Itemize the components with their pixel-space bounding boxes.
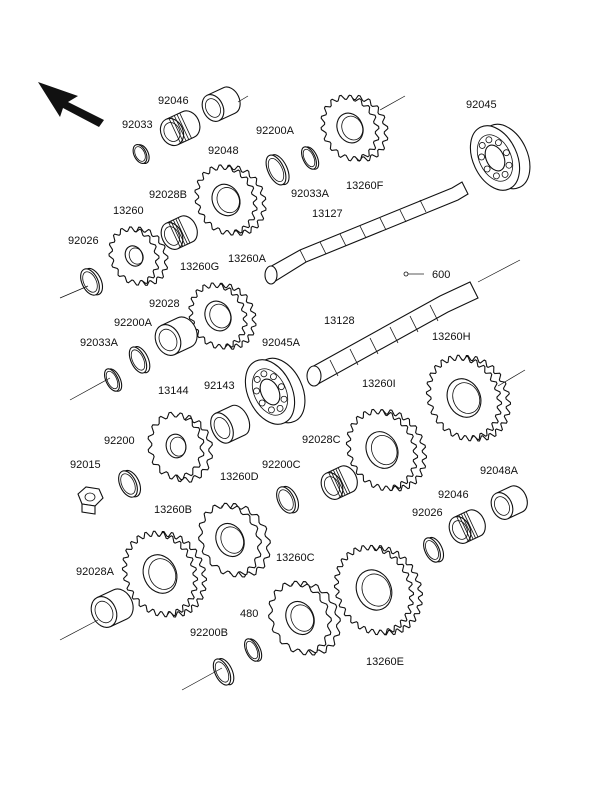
front-direction-arrow-icon xyxy=(38,82,104,127)
output-shaft-13128 xyxy=(306,281,479,387)
circlip-480 xyxy=(244,638,263,662)
sleeve-92143 xyxy=(210,404,251,444)
needle-bearing-92028c xyxy=(320,465,358,500)
label-92200b: 92200B xyxy=(190,627,228,639)
ball-bearing-92045 xyxy=(469,123,531,191)
label-13260f: 13260F xyxy=(346,180,384,192)
label-13260g: 13260G xyxy=(180,261,219,273)
gear-13260c xyxy=(268,580,341,656)
label-13127: 13127 xyxy=(312,208,343,220)
label-13260h: 13260H xyxy=(432,331,471,343)
collar-92048a xyxy=(490,485,528,520)
label-13260: 13260 xyxy=(113,205,144,217)
label-13260a: 13260A xyxy=(228,253,267,265)
label-92048: 92048 xyxy=(208,145,239,157)
needle-bearing-92028b xyxy=(160,215,198,250)
label-92033: 92033 xyxy=(122,119,153,131)
label-13260i: 13260I xyxy=(362,378,396,390)
label-92143: 92143 xyxy=(204,380,235,392)
gear-13260g xyxy=(188,282,257,350)
ball-bearing-92045a xyxy=(244,357,306,425)
label-13260c: 13260C xyxy=(276,552,315,564)
nut-92015 xyxy=(77,486,104,515)
washer-92200a-mid xyxy=(128,346,151,374)
bushing-92028 xyxy=(154,316,198,356)
needle-bearing-92046-lower xyxy=(448,509,486,544)
label-92048a: 92048A xyxy=(480,465,519,477)
label-92033a-mid: 92033A xyxy=(80,337,119,349)
part-labels: 92046 92033 92048 92200A 92045 92033A 13… xyxy=(68,95,519,668)
label-92200: 92200 xyxy=(104,435,135,447)
gear-13260a xyxy=(194,164,267,236)
label-92026-lower: 92026 xyxy=(412,507,443,519)
label-92033a: 92033A xyxy=(291,188,330,200)
gear-13260d xyxy=(198,502,271,578)
gear-13260f xyxy=(320,94,389,162)
washer-92200a xyxy=(265,154,290,186)
circlip-92033 xyxy=(132,144,150,165)
collar-92048 xyxy=(201,86,241,122)
label-92200c: 92200C xyxy=(262,459,301,471)
gear-13260i xyxy=(345,408,428,492)
label-92046: 92046 xyxy=(158,95,189,107)
washer-92026 xyxy=(80,267,104,296)
label-13260e: 13260E xyxy=(366,656,404,668)
label-92028b: 92028B xyxy=(149,189,187,201)
gear-13260e xyxy=(333,544,424,636)
label-600: 600 xyxy=(432,269,450,281)
sprocket-13144 xyxy=(147,411,214,483)
washer-92200c xyxy=(276,485,300,514)
input-shaft-13127 xyxy=(264,181,469,285)
label-92028c: 92028C xyxy=(302,434,341,446)
label-13260d: 13260D xyxy=(220,471,259,483)
bushing-92028a xyxy=(90,588,134,628)
label-92015: 92015 xyxy=(70,459,101,471)
washer-92200 xyxy=(118,469,142,498)
label-92028a: 92028A xyxy=(76,566,115,578)
label-92200a: 92200A xyxy=(256,125,295,137)
label-92045a: 92045A xyxy=(262,337,301,349)
washer-92200b xyxy=(212,658,235,686)
gear-13260b xyxy=(121,530,208,618)
gear-13260h xyxy=(425,354,512,442)
label-480: 480 xyxy=(240,608,258,620)
label-13260b: 13260B xyxy=(154,504,192,516)
washer-92026-lower xyxy=(423,536,445,563)
circlip-92033a-mid xyxy=(104,368,123,392)
label-13128: 13128 xyxy=(324,315,355,327)
axis-lines xyxy=(59,95,526,691)
label-92028: 92028 xyxy=(149,298,180,310)
label-92200a-mid: 92200A xyxy=(114,317,153,329)
circlip-92033a xyxy=(301,146,320,170)
label-92045: 92045 xyxy=(466,99,497,111)
gear-13260 xyxy=(108,226,169,286)
parts-layer xyxy=(77,86,531,686)
needle-bearing-92046 xyxy=(159,110,201,147)
label-92026: 92026 xyxy=(68,235,99,247)
label-92046-lower: 92046 xyxy=(438,489,469,501)
label-13144: 13144 xyxy=(158,385,189,397)
